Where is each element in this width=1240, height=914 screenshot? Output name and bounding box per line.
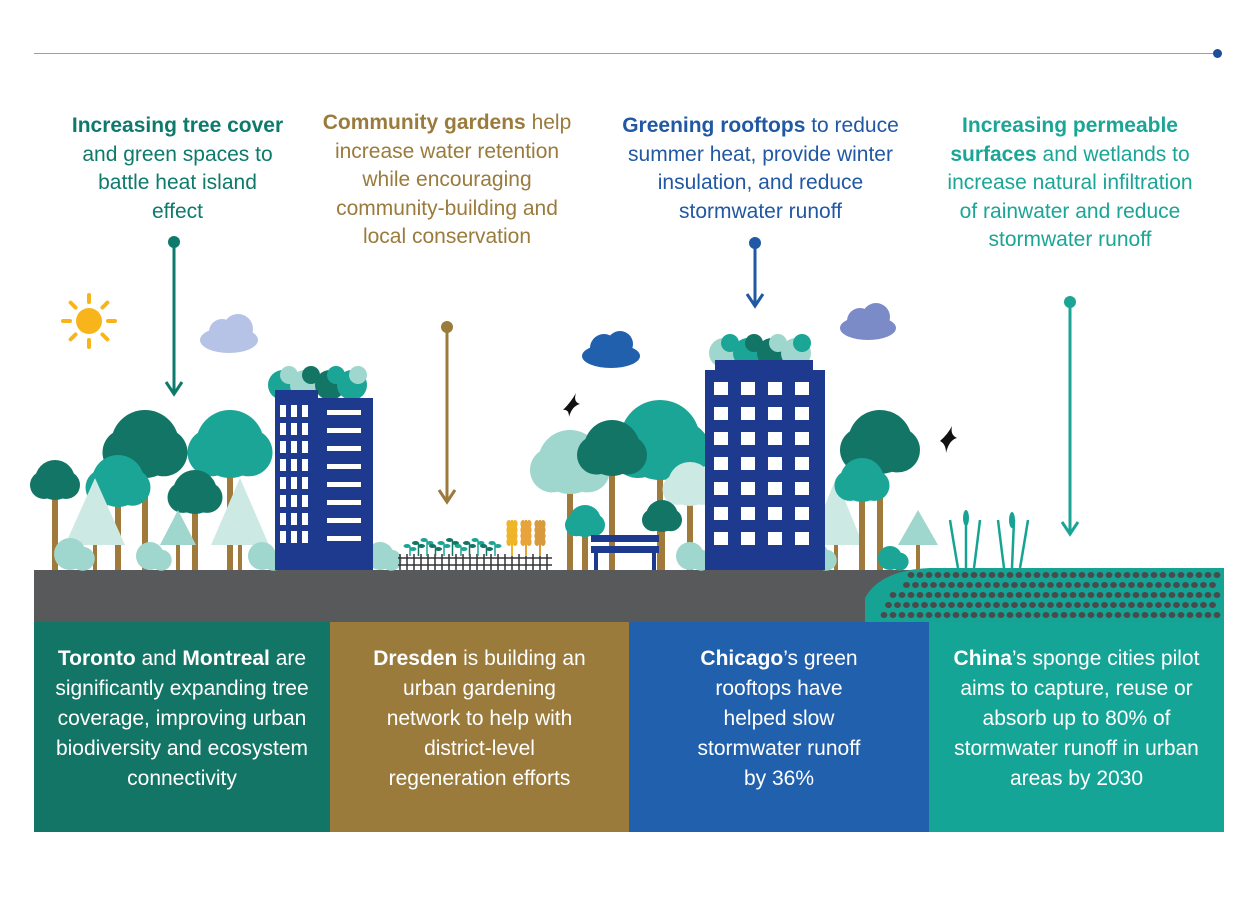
callout-green-rooftops: Greening rooftops to reduce summer heat,… <box>622 114 899 223</box>
tree-icon <box>65 478 125 570</box>
cloud-icon <box>200 314 258 353</box>
tree-icon <box>834 458 890 570</box>
panel-dresden: Dresden is building an urban gardening n… <box>330 622 629 832</box>
callout-community-gardens: Community gardens help increase water re… <box>322 111 572 248</box>
bush-icon <box>54 538 95 571</box>
tree-icon <box>211 478 269 570</box>
tree-icon <box>565 505 605 570</box>
tree-icon <box>30 460 80 570</box>
bird-icon <box>940 426 957 453</box>
arrow-permeable-surfaces <box>1060 296 1080 537</box>
panel-chicago: Chicago’s green rooftops have helped slo… <box>629 622 929 832</box>
cloud-icon <box>840 303 896 340</box>
tree-icon <box>160 510 196 570</box>
callout-tree-cover: Increasing tree cover and green spaces t… <box>71 114 284 223</box>
arrow-community-gardens <box>437 321 457 505</box>
top-rule-dot <box>1213 49 1222 58</box>
bird-icon <box>563 393 580 417</box>
building-icon <box>268 366 373 570</box>
tree-icon <box>642 500 682 570</box>
arrow-green-rooftops <box>745 237 765 309</box>
garden-sprouts <box>403 538 502 556</box>
arrow-tree-cover <box>164 236 184 397</box>
panel-china: China’s sponge cities pilot aims to capt… <box>929 622 1224 832</box>
top-rule <box>34 53 1218 54</box>
tree-icon <box>898 510 938 570</box>
sun-icon <box>61 293 117 349</box>
pebbles <box>880 572 1221 618</box>
bush-icon <box>136 542 172 571</box>
fence-icon <box>398 554 552 570</box>
wheat-icon <box>506 520 546 556</box>
building-icon <box>705 334 825 570</box>
tree-icon <box>167 470 223 570</box>
reed-icon <box>948 510 1030 569</box>
bench-icon <box>591 535 659 570</box>
tree-icon <box>577 420 648 570</box>
panel-toronto-montreal: Toronto and Montreal are significantly e… <box>34 622 330 832</box>
callout-permeable-surfaces: Increasing permeable surfaces and wetlan… <box>947 114 1193 251</box>
bush-icon <box>878 546 909 571</box>
cloud-icon <box>582 331 640 368</box>
